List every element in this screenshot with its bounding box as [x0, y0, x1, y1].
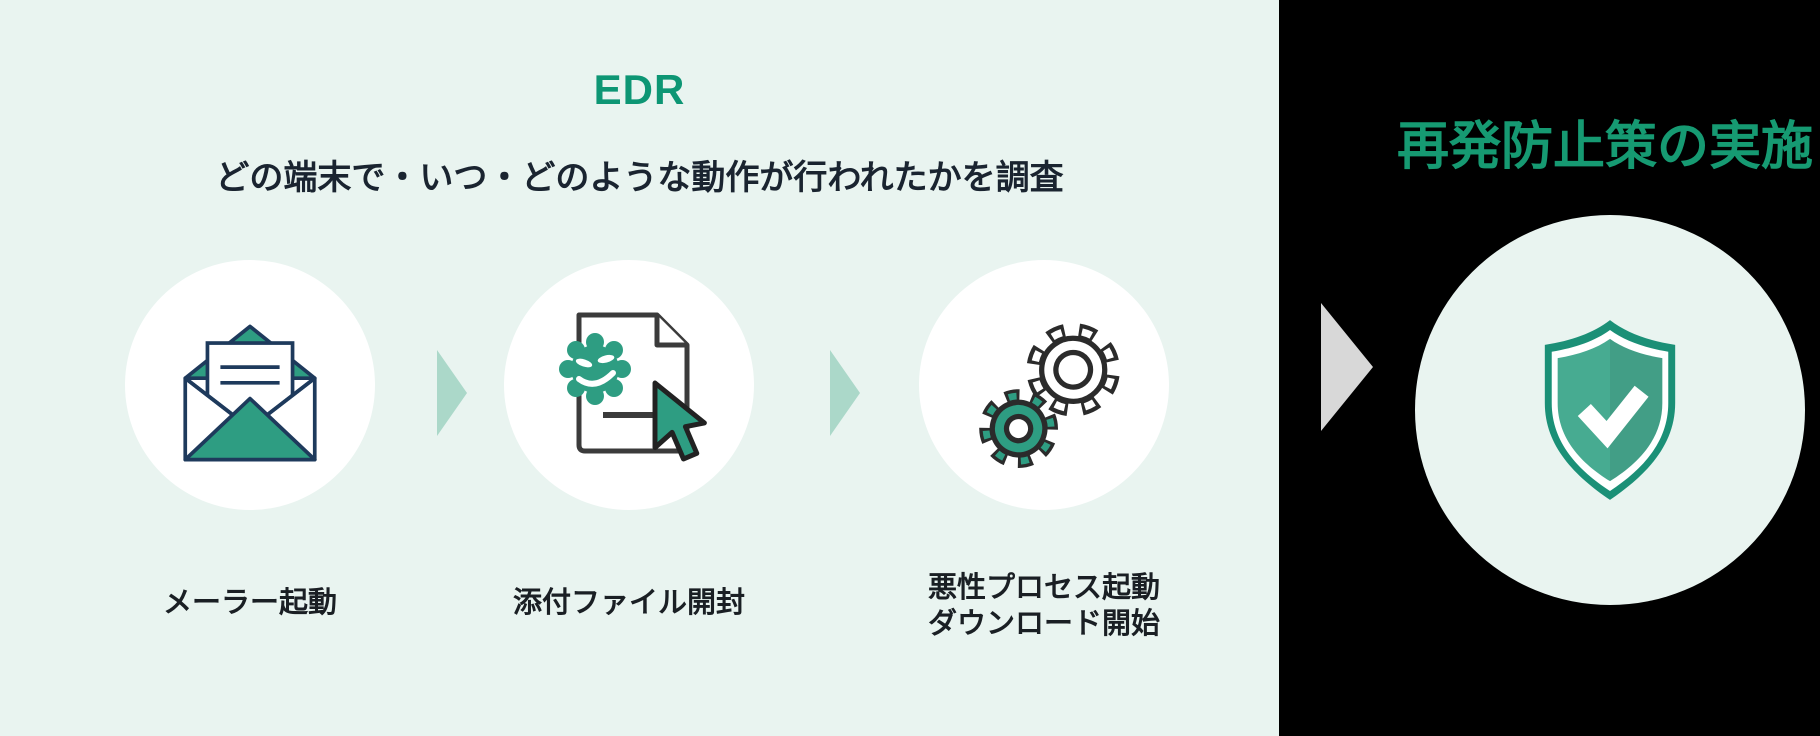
prevention-title: 再発防止策の実施 — [1397, 118, 1814, 176]
cursor-glyph — [652, 380, 707, 462]
step-circle-process — [919, 260, 1169, 510]
right-chevron-arrow-icon — [830, 350, 860, 436]
step-label-attachment: 添付ファイル開封 — [512, 587, 745, 619]
edr-panel: EDR どの端末で・いつ・どのような動作が行われたかを調査 — [0, 0, 1279, 736]
right-chevron-arrow-icon — [437, 350, 467, 436]
step-label-mailer: メーラー起動 — [162, 587, 337, 619]
step-circle-mailer — [125, 260, 375, 510]
prevention-panel: 再発防止策の実施 — [1279, 0, 1820, 736]
step-circle-attachment — [504, 260, 754, 510]
envelope-open-icon — [183, 324, 317, 462]
edr-subtitle: どの端末で・いつ・どのような動作が行われたかを調査 — [215, 159, 1064, 197]
right-arrow-icon — [1321, 303, 1373, 431]
step-label-process: 悪性プロセス起動 ダウンロード開始 — [927, 572, 1160, 641]
edr-title: EDR — [593, 66, 686, 113]
infected-file-cursor-icon — [559, 312, 707, 462]
virus-glyph — [559, 333, 631, 405]
shield-check-icon — [1544, 320, 1676, 500]
prevention-circle — [1415, 215, 1805, 605]
gears-icon — [979, 323, 1120, 468]
